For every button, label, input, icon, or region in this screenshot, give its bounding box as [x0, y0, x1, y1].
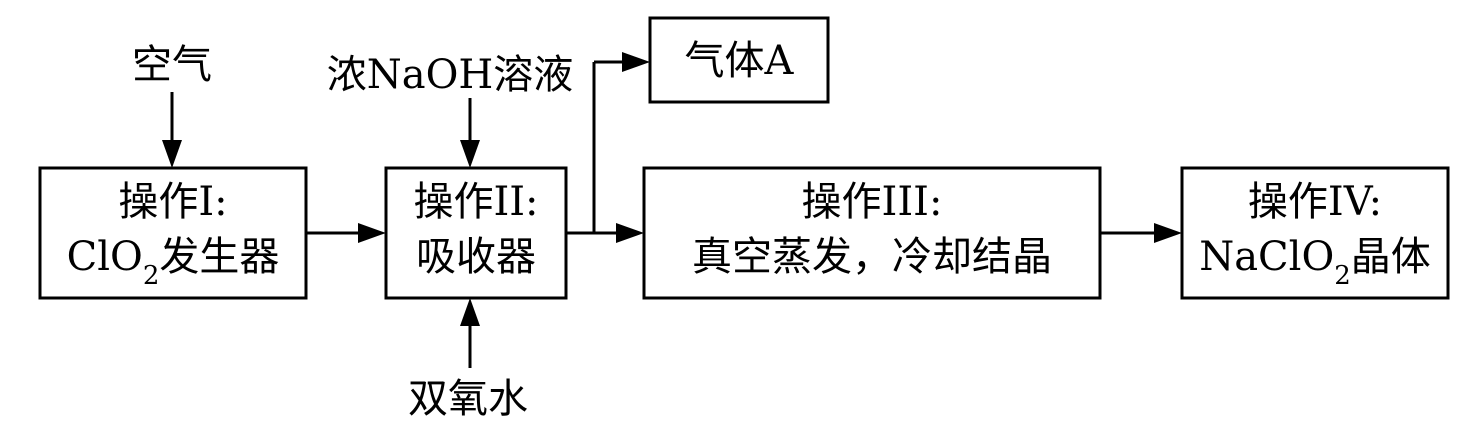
arrow-h2o2-to-step2 — [460, 298, 480, 368]
step2-label: 吸收器 — [416, 234, 536, 280]
step2-title: 操作II: — [413, 179, 538, 225]
step3-label: 真空蒸发，冷却结晶 — [692, 234, 1052, 280]
input-naoh-label: 浓NaOH溶液 — [327, 52, 574, 98]
step3-title: 操作III: — [802, 179, 943, 225]
arrow-step2-to-gas — [566, 52, 650, 235]
arrow-air-to-step1 — [162, 92, 182, 168]
gas-a-box: 气体A — [648, 16, 830, 104]
arrow-step2-to-step3 — [594, 223, 644, 243]
input-h2o2-label: 双氧水 — [408, 376, 528, 422]
arrow-step3-to-step4 — [1100, 223, 1182, 243]
input-air-label: 空气 — [132, 42, 212, 88]
step4-title: 操作IV: — [1248, 179, 1382, 225]
arrow-naoh-to-step2 — [460, 98, 480, 168]
gas-a-label: 气体A — [685, 38, 795, 84]
step1-box: 操作I: ClO2发生器 — [38, 166, 308, 300]
step1-label: ClO2发生器 — [67, 234, 280, 291]
step2-box: 操作II: 吸收器 — [384, 166, 568, 300]
step1-title: 操作I: — [118, 179, 227, 225]
step3-box: 操作III: 真空蒸发，冷却结晶 — [642, 166, 1102, 300]
step4-box: 操作IV: NaClO2晶体 — [1180, 166, 1450, 300]
step4-label: NaClO2晶体 — [1199, 234, 1431, 291]
arrow-step1-to-step2 — [306, 223, 386, 243]
